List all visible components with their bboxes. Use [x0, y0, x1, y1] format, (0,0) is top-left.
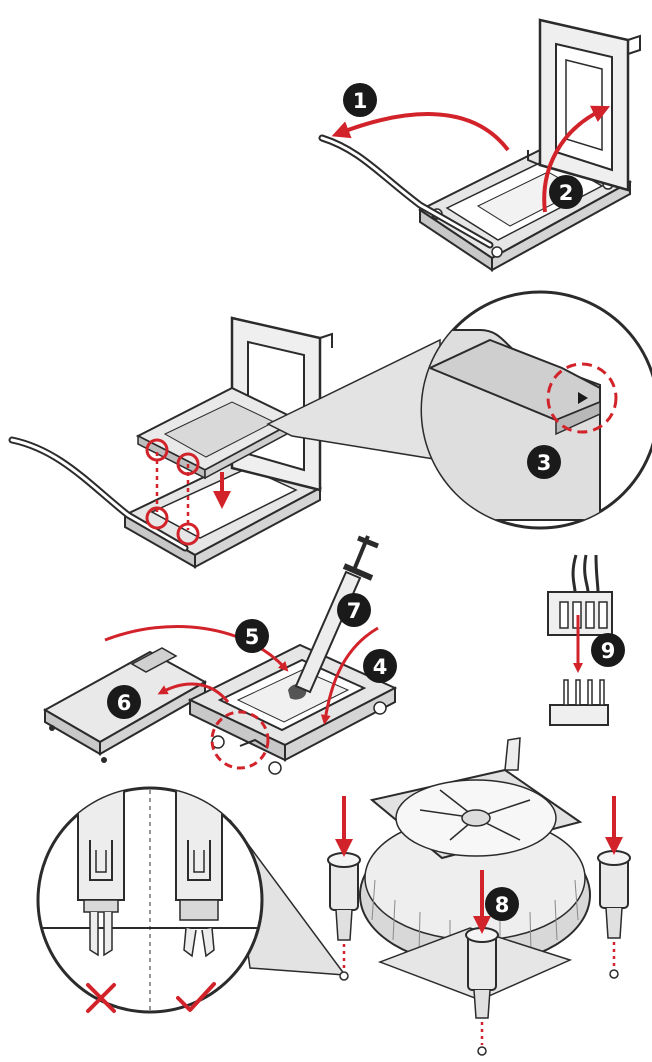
step-badge-4: 4	[363, 649, 397, 683]
fan-cable-plug	[548, 592, 612, 635]
push-pin-front-right	[598, 851, 630, 938]
mount-hole-left	[340, 972, 348, 980]
step-number-8: 8	[495, 893, 510, 917]
step-number-9: 9	[601, 639, 616, 663]
step-badge-3: 3	[527, 445, 561, 479]
fan-header-pins	[550, 680, 608, 725]
push-pin-rear	[466, 928, 498, 1018]
step-number-4: 4	[373, 655, 388, 679]
load-plate-open	[528, 20, 640, 190]
mount-hole-rear	[478, 1047, 486, 1055]
step-badge-5: 5	[235, 619, 269, 653]
step-badge-6: 6	[107, 685, 141, 719]
mount-hole-right	[610, 970, 618, 978]
panel-push-pin-check	[38, 788, 345, 1012]
push-pin-front-left	[328, 853, 360, 940]
arrow-lever-open	[340, 114, 508, 150]
panel-fan-connector: 9	[548, 555, 625, 725]
step-badge-9: 9	[591, 633, 625, 667]
step-number-6: 6	[117, 691, 132, 715]
panel-insert-cpu: 3	[12, 292, 652, 567]
step-number-1: 1	[353, 89, 368, 113]
zoom-cpu-corner	[420, 292, 652, 528]
panel-close-and-paste: 4 5 6 7	[45, 536, 397, 774]
panel-open-socket: 1 2	[322, 20, 640, 270]
step-badge-2: 2	[549, 175, 583, 209]
step-badge-1: 1	[343, 83, 377, 117]
panel-mount-cooler: 8	[328, 738, 630, 1055]
step-number-2: 2	[559, 181, 574, 205]
step-number-7: 7	[347, 599, 362, 623]
step-badge-8: 8	[485, 887, 519, 921]
step-number-5: 5	[245, 625, 260, 649]
step-number-3: 3	[537, 451, 552, 475]
step-badge-7: 7	[337, 593, 371, 627]
